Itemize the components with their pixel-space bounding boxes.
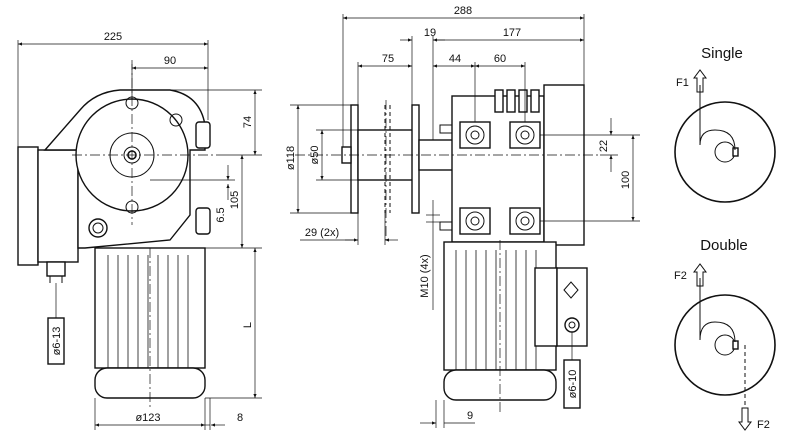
shaft-flange-right <box>411 104 420 214</box>
terminal-box-front <box>534 267 558 347</box>
dim-m10-4x: M10 (4x) <box>419 254 431 297</box>
dim-29-2x: 29 (2x) <box>305 227 339 239</box>
motor-fins-front <box>455 250 537 370</box>
dim-6-5: 6.5 <box>215 207 227 222</box>
dim-22: 22 <box>598 140 610 152</box>
f2-label-top: F2 <box>674 270 687 282</box>
dim-60: 60 <box>494 53 506 65</box>
terminal-box <box>17 146 39 266</box>
f1-label: F1 <box>676 77 689 89</box>
dim-19: 19 <box>424 27 436 39</box>
double-title: Double <box>700 237 748 254</box>
single-pulley <box>674 101 776 203</box>
dim-90: 90 <box>164 55 176 67</box>
dim-9: 9 <box>467 410 473 422</box>
dim-44: 44 <box>449 53 461 65</box>
dim-74: 74 <box>242 116 254 128</box>
motor-fins <box>107 255 189 368</box>
double-pulley <box>674 294 776 396</box>
dim-105: 105 <box>229 191 241 209</box>
dim-100: 100 <box>620 171 632 189</box>
dim-d6-10: ø6-10 <box>567 370 579 399</box>
shaft-flange-left <box>350 104 359 214</box>
f2-label-bottom: F2 <box>757 419 770 431</box>
front-view: 288 19 177 75 44 60 ø118 ø50 <box>285 5 640 428</box>
dim-d6-13: ø6-13 <box>51 327 63 356</box>
dim-225: 225 <box>104 31 122 43</box>
side-view: 225 90 74 105 6.5 L ø123 8 <box>17 31 262 430</box>
cable-gland <box>46 261 66 277</box>
f2-arrow-up <box>693 263 707 287</box>
dim-288: 288 <box>454 5 472 17</box>
dim-L: L <box>242 322 254 328</box>
dim-177: 177 <box>503 27 521 39</box>
single-title: Single <box>701 45 743 62</box>
f1-arrow <box>693 69 707 93</box>
dim-75: 75 <box>382 53 394 65</box>
load-legend: Single F1 Double F2 F2 <box>674 45 776 431</box>
f2-arrow-down <box>738 407 752 431</box>
dim-d50: ø50 <box>309 146 321 165</box>
dim-d123: ø123 <box>135 412 160 424</box>
dim-8: 8 <box>237 412 243 424</box>
dim-d118: ø118 <box>285 146 297 170</box>
